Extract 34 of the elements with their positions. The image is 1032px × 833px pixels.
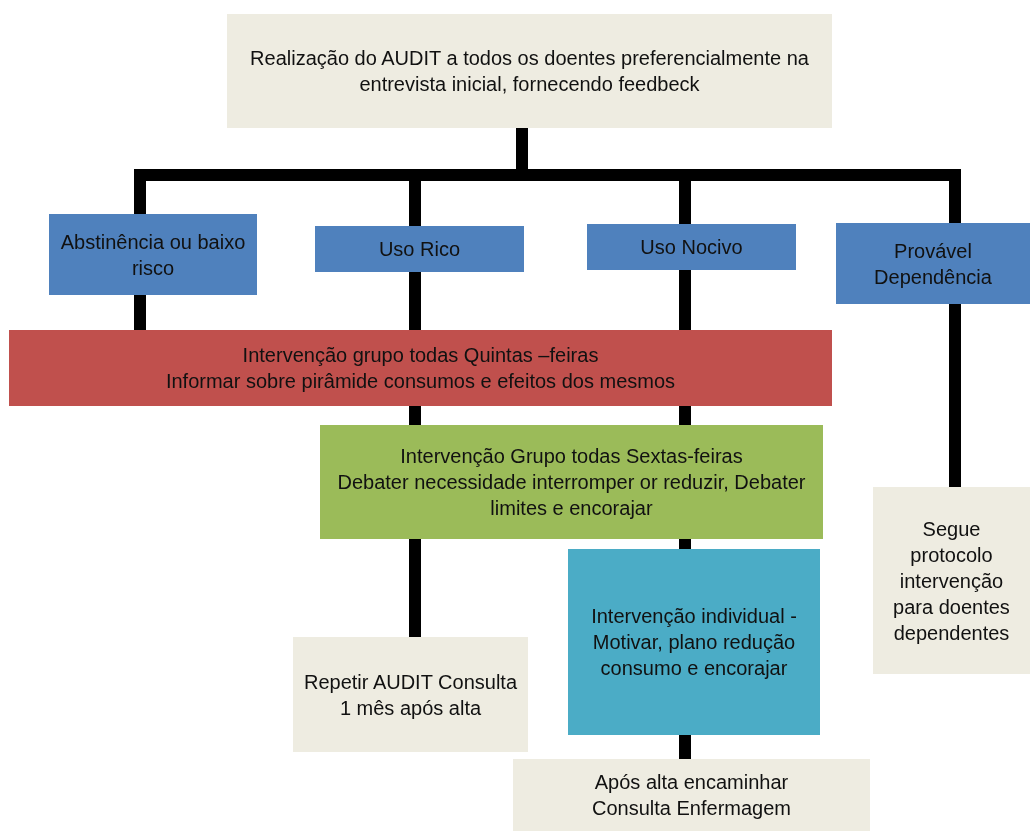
node-text: Intervenção grupo todas Quintas –feiras [242,343,599,368]
node-text: Uso Rico [378,237,461,262]
connector-line [679,270,691,330]
category-box [315,226,524,272]
node-text: Segue protocolo intervenção para doentes dependentes [892,516,1011,646]
node-text: Intervenção individual -Motivar, plano redução consumo e encorajar [590,604,798,681]
connector-line [679,406,691,425]
node-text: Intervenção Grupo todas Sextas-feiras [400,444,743,469]
node-text: Realização do AUDIT a todos os doentes preferencialmente na entrevista inicial, fornecendo feedbeck [249,46,810,97]
connector-line [134,295,146,330]
node-text: Informar sobre pirâmide consumos e efeitos dos mesmos [165,369,676,394]
intervention-box [9,330,832,406]
connector-line [679,539,691,549]
process-box [227,14,832,128]
node-text: Provável Dependência [873,238,993,290]
process-box [293,637,528,752]
node-text: Após alta encaminhar [594,770,789,795]
process-box [873,487,1030,674]
connector-line [679,735,691,759]
intervention-box [568,549,820,735]
process-box [513,759,870,831]
category-box [49,214,257,295]
node-text: Repetir AUDIT Consulta 1 mês após alta [302,669,519,721]
category-box [587,224,796,270]
intervention-box [320,425,823,539]
category-box [836,223,1030,304]
node-text: Abstinência ou baixo risco [59,229,247,281]
connector-line [409,406,421,425]
connector-line [949,304,961,487]
connector-line [409,272,421,330]
node-text: Uso Nocivo [640,235,743,260]
node-text: Debater necessidade interromper or reduzir, Debater limites e encorajar [336,470,807,521]
node-text: Consulta Enfermagem [592,796,791,821]
connector-line [409,539,421,637]
